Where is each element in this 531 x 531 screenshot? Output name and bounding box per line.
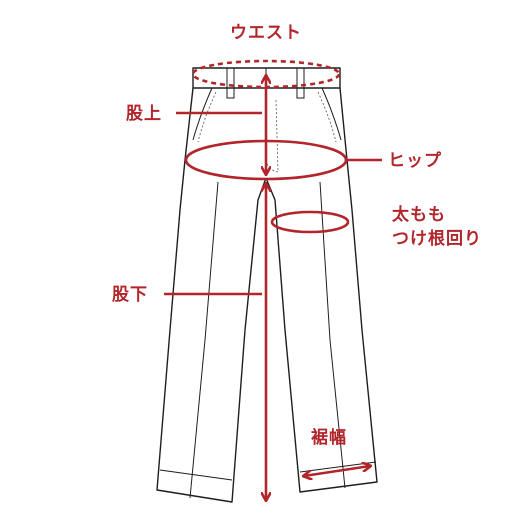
belt-loop-center (296, 67, 305, 99)
thigh-measure-ellipse (270, 210, 350, 234)
left-leg-crease (189, 181, 219, 499)
left-leg-outline (156, 87, 267, 503)
belt-loop-left (226, 67, 235, 99)
pocket-left-stitch (197, 91, 217, 143)
pocket-left (192, 87, 213, 141)
label-inseam: 股下 (112, 285, 148, 305)
label-thigh-line1: 太もも (392, 204, 446, 225)
right-leg-outline (265, 87, 378, 493)
label-hem: 裾幅 (311, 427, 347, 448)
pocket-right (321, 87, 342, 141)
label-thigh-line2: つけ根回り (392, 228, 482, 249)
fly-stitch (265, 88, 279, 173)
hem-left-detail (159, 469, 233, 481)
pocket-right-stitch (317, 91, 337, 143)
hem-width-arrow (304, 466, 370, 476)
label-rise: 股上 (126, 104, 162, 124)
label-waist: ウエスト (230, 23, 302, 43)
right-leg-crease (319, 181, 346, 489)
measurements (164, 59, 382, 500)
label-hip: ヒップ (388, 150, 442, 171)
